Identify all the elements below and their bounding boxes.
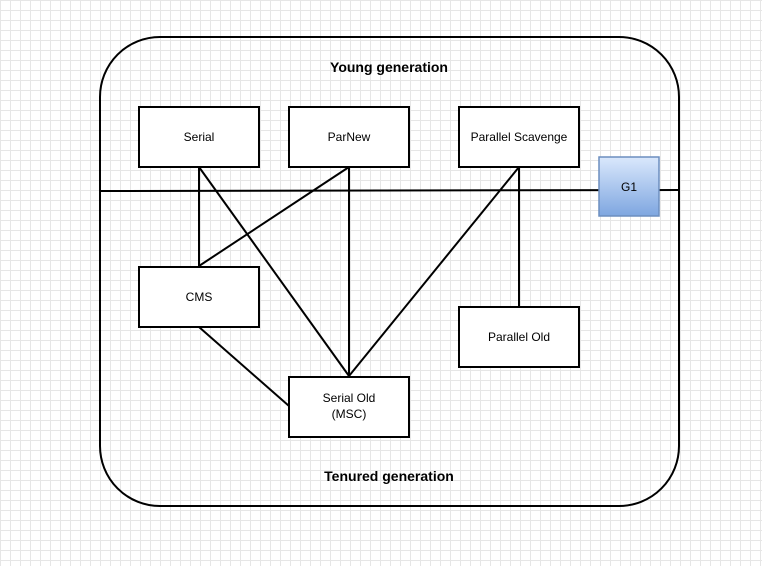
connector-lines bbox=[198, 166, 520, 407]
node-serial[interactable]: Serial bbox=[138, 106, 260, 168]
young-generation-title: Young generation bbox=[330, 59, 448, 75]
node-g1[interactable]: G1 bbox=[598, 156, 660, 217]
edge-parallelscavenge-serialold[interactable] bbox=[348, 166, 520, 377]
tenured-generation-title: Tenured generation bbox=[324, 468, 454, 484]
node-cms-label: CMS bbox=[186, 290, 213, 304]
node-parallel-old-label: Parallel Old bbox=[488, 330, 550, 344]
generation-divider bbox=[99, 189, 680, 192]
node-parallel-old[interactable]: Parallel Old bbox=[458, 306, 580, 368]
node-serial-old-label-line1: Serial Old bbox=[323, 391, 376, 405]
node-serial-old-label-line2: (MSC) bbox=[332, 407, 367, 421]
node-parallel-scavenge-label: Parallel Scavenge bbox=[471, 130, 568, 144]
node-cms[interactable]: CMS bbox=[138, 266, 260, 328]
node-serial-label: Serial bbox=[184, 130, 215, 144]
node-parallel-scavenge[interactable]: Parallel Scavenge bbox=[458, 106, 580, 168]
node-parnew-label: ParNew bbox=[328, 130, 371, 144]
node-g1-label: G1 bbox=[621, 180, 637, 194]
node-serial-old[interactable]: Serial Old (MSC) bbox=[288, 376, 410, 438]
edge-cms-serialold[interactable] bbox=[198, 326, 290, 407]
edge-parnew-cms[interactable] bbox=[198, 166, 350, 267]
edge-serial-serialold[interactable] bbox=[198, 166, 350, 377]
node-parnew[interactable]: ParNew bbox=[288, 106, 410, 168]
heap-container[interactable] bbox=[99, 36, 680, 507]
